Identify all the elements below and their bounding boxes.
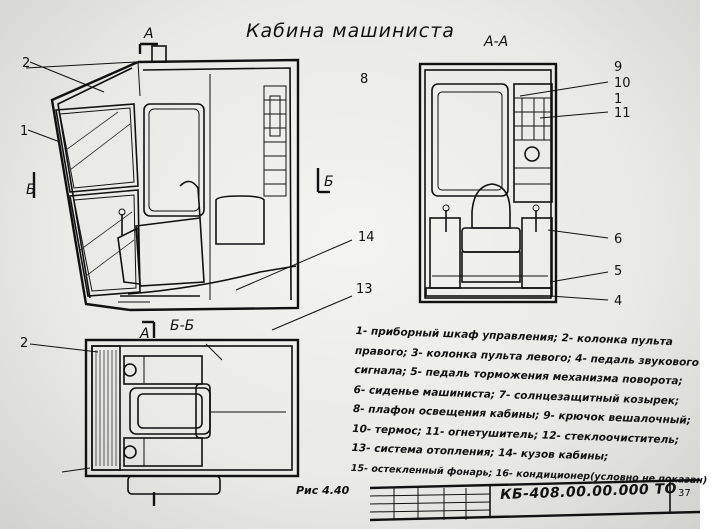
section-label-b-left: Б: [26, 182, 36, 198]
callout-2-top: 2: [22, 56, 31, 71]
callout-13: 13: [356, 282, 373, 297]
title-block: [369, 478, 701, 522]
drawing-title: Кабина машиниста: [246, 20, 455, 42]
callout-6: 6: [614, 232, 623, 247]
legend: 1- приборный шкаф управления; 2- колонка…: [351, 322, 708, 490]
section-label-bb: Б-Б: [170, 318, 195, 334]
callout-11: 11: [614, 106, 631, 121]
sheet-page: 37: [678, 488, 691, 499]
callout-9: 9: [614, 60, 623, 75]
callout-2-bottom: 2: [20, 336, 29, 351]
section-marker-a-top: [138, 42, 158, 54]
callout-14: 14: [358, 230, 375, 245]
section-label-a-mid: А: [140, 326, 150, 342]
section-bb-view: [29, 295, 353, 506]
side-view: [25, 45, 353, 312]
callout-1-left: 1: [20, 124, 29, 139]
section-label-b-side: Б: [324, 174, 334, 190]
section-label-aa: А-А: [484, 34, 509, 50]
callout-1-right: 1: [614, 92, 623, 107]
callout-8: 8: [360, 72, 369, 87]
figure-label: Рис 4.40: [296, 484, 350, 497]
callout-4: 4: [614, 294, 623, 309]
section-marker-b-right: [316, 168, 330, 194]
callout-5: 5: [614, 264, 623, 279]
callout-10: 10: [614, 76, 631, 91]
section-aa-view: [418, 62, 609, 304]
section-label-a-left: А: [144, 26, 154, 42]
